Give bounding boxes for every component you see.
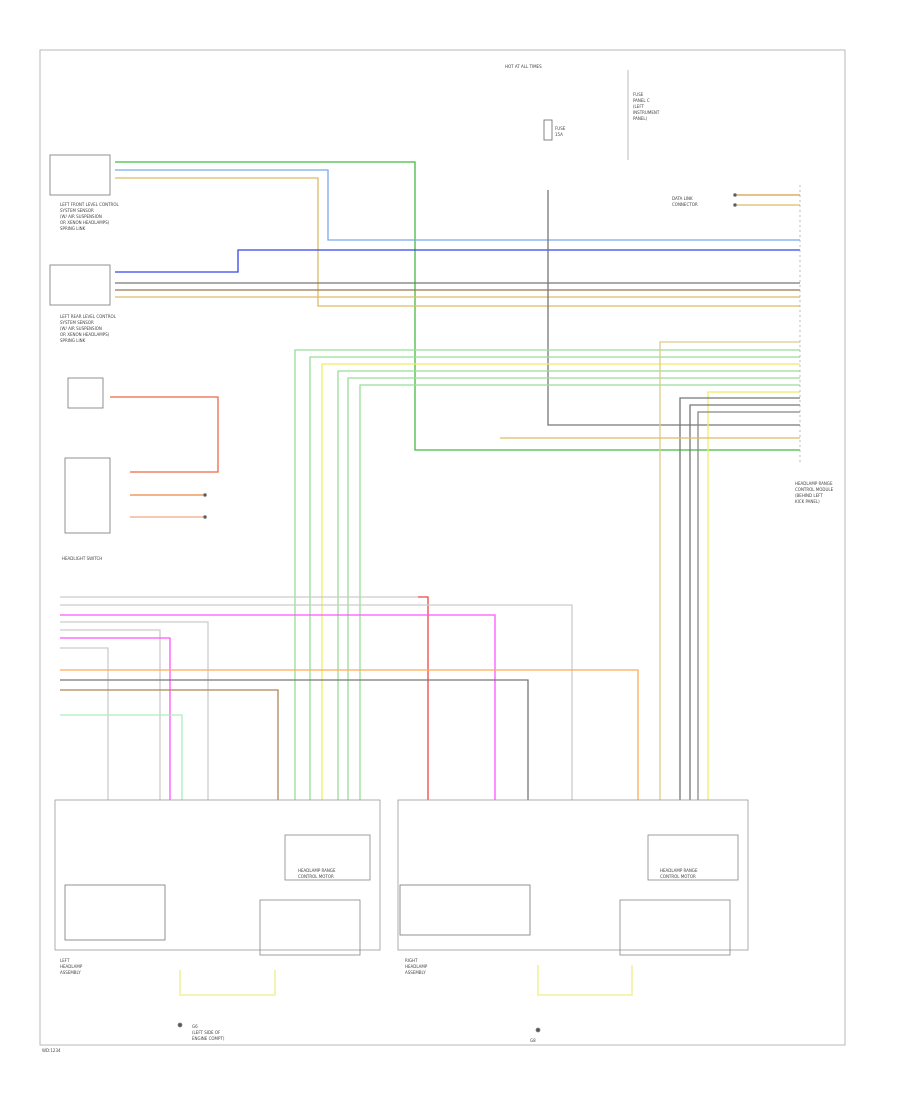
right-aux-module <box>619 899 731 956</box>
switch-dot-2 <box>203 515 207 519</box>
wire-gray-3 <box>689 404 800 800</box>
wire-tan-front <box>115 177 800 307</box>
left-motor-label-1: HEADLAMP RANGE <box>298 868 336 873</box>
hot-label-1: HOT AT ALL TIMES <box>505 64 542 69</box>
left-headlamp-label-2: HEADLAMP <box>60 964 83 969</box>
wire-green-4 <box>347 377 800 800</box>
lr-sensor-label-2: SYSTEM SENSOR <box>60 320 94 325</box>
lr-sensor-label-3: (W/ AIR SUSPENSION <box>60 326 102 331</box>
wire-gray-main <box>60 679 529 800</box>
wire-lightblue-front <box>115 169 800 241</box>
right-headlamp-inner <box>399 884 531 936</box>
wire-gray-4 <box>697 411 800 800</box>
fuse-label-1: FUSE <box>633 92 644 97</box>
left-range-motor <box>284 834 371 881</box>
lr-sensor-label-4: OR XENON HEADLAMPS) <box>60 332 110 337</box>
wire-lightgray-2 <box>60 604 573 800</box>
wire-lightgray-5 <box>60 647 109 800</box>
right-motor-label-1: HEADLAMP RANGE <box>660 868 698 873</box>
lf-sensor-label-3: (W/ AIR SUSPENSION <box>60 214 102 219</box>
lf-sensor-label-5: SPRING LINK <box>60 226 86 231</box>
lr-sensor-label-5: SPRING LINK <box>60 338 86 343</box>
right-headlamp-label-2: HEADLAMP <box>405 964 428 969</box>
diagram-frame <box>39 49 846 1046</box>
components <box>49 70 801 1033</box>
wire-green-light <box>60 714 183 800</box>
lf-sensor-label-1: LEFT FRONT LEVEL CONTROL <box>60 202 119 207</box>
lf-sensor-label-2: SYSTEM SENSOR <box>60 208 94 213</box>
right-range-motor <box>647 834 739 881</box>
wire-green-1 <box>294 349 800 800</box>
right-headlamp-housing <box>397 799 749 951</box>
fuse-label-2: PANEL C <box>633 98 650 103</box>
wire-brown-main <box>60 689 279 800</box>
fuse-label-4: INSTRUMENT <box>633 110 660 115</box>
module-label-4: KICK PANEL) <box>795 499 820 504</box>
wire-yellow-2 <box>707 391 800 800</box>
module-label-2: CONTROL MODULE <box>795 487 834 492</box>
fuse-label-5: PANEL) <box>633 116 648 121</box>
wire-red-main <box>418 596 429 800</box>
module-label-1: HEADLAMP RANGE <box>795 481 833 486</box>
ground-right-symbol <box>535 1027 541 1033</box>
light-switch-module <box>64 457 111 534</box>
wire-fuse-feed <box>547 190 800 426</box>
wire-red-switch <box>110 396 219 473</box>
dlc-label-2: CONNECTOR <box>672 202 698 207</box>
ground-left-label-1: G6 <box>192 1024 198 1029</box>
wire-green-2 <box>309 356 800 800</box>
left-front-sensor <box>49 154 111 196</box>
dlc-pin-1 <box>733 193 737 197</box>
wire-lightgray-4 <box>60 629 161 800</box>
hot-label-2: FUSE <box>555 126 566 131</box>
left-headlamp-label-3: ASSEMBLY <box>60 970 81 975</box>
wire-magenta-2 <box>60 637 171 800</box>
wire-yellow-1 <box>321 363 800 800</box>
ground-left-symbol <box>177 1022 183 1028</box>
right-motor-label-2: CONTROL MOTOR <box>660 874 696 879</box>
ground-left-label-3: ENGINE COMPT) <box>192 1036 225 1041</box>
wire-tan-2 <box>659 341 800 800</box>
wire-magenta-1 <box>60 614 496 800</box>
wire-lightgray-3 <box>60 621 209 800</box>
left-headlamp-inner <box>64 884 166 941</box>
wire-gray-2 <box>679 397 800 800</box>
ground-left-label-2: (LEFT SIDE OF <box>192 1030 221 1035</box>
left-motor-label-2: CONTROL MOTOR <box>298 874 334 879</box>
labels: LEFT FRONT LEVEL CONTROL SYSTEM SENSOR (… <box>42 64 834 1053</box>
dlc-pin-2 <box>733 203 737 207</box>
left-headlamp-label-1: LEFT <box>60 958 70 963</box>
lf-sensor-label-4: OR XENON HEADLAMPS) <box>60 220 110 225</box>
headlight-switch-box <box>67 377 104 409</box>
right-headlamp-label-1: RIGHT <box>405 958 418 963</box>
left-rear-sensor <box>49 264 111 306</box>
dlc-label-1: DATA LINK <box>672 196 693 201</box>
wire-orange-main <box>60 669 639 800</box>
ground-right-label: G8 <box>530 1038 536 1043</box>
right-headlamp-label-3: ASSEMBLY <box>405 970 426 975</box>
switch-dot-1 <box>203 493 207 497</box>
wire-yellow-gnd-right <box>537 965 633 996</box>
wire-green-5 <box>359 384 800 800</box>
fuse-element <box>543 119 553 141</box>
left-headlamp-housing <box>54 799 381 951</box>
wire-green-3 <box>337 370 800 800</box>
module-label-3: (BEHIND LEFT <box>795 493 823 498</box>
switch-label: HEADLIGHT SWITCH <box>62 556 102 561</box>
left-aux-module <box>259 899 361 956</box>
wire-blue-rear <box>115 249 800 273</box>
wires <box>60 161 800 996</box>
wire-yellow-gnd-left <box>179 970 276 996</box>
hot-label-3: 15A <box>555 132 563 137</box>
fuse-label-3: (LEFT <box>633 104 645 109</box>
footer-code: WD:1234 <box>42 1048 61 1053</box>
lr-sensor-label-1: LEFT REAR LEVEL CONTROL <box>60 314 117 319</box>
